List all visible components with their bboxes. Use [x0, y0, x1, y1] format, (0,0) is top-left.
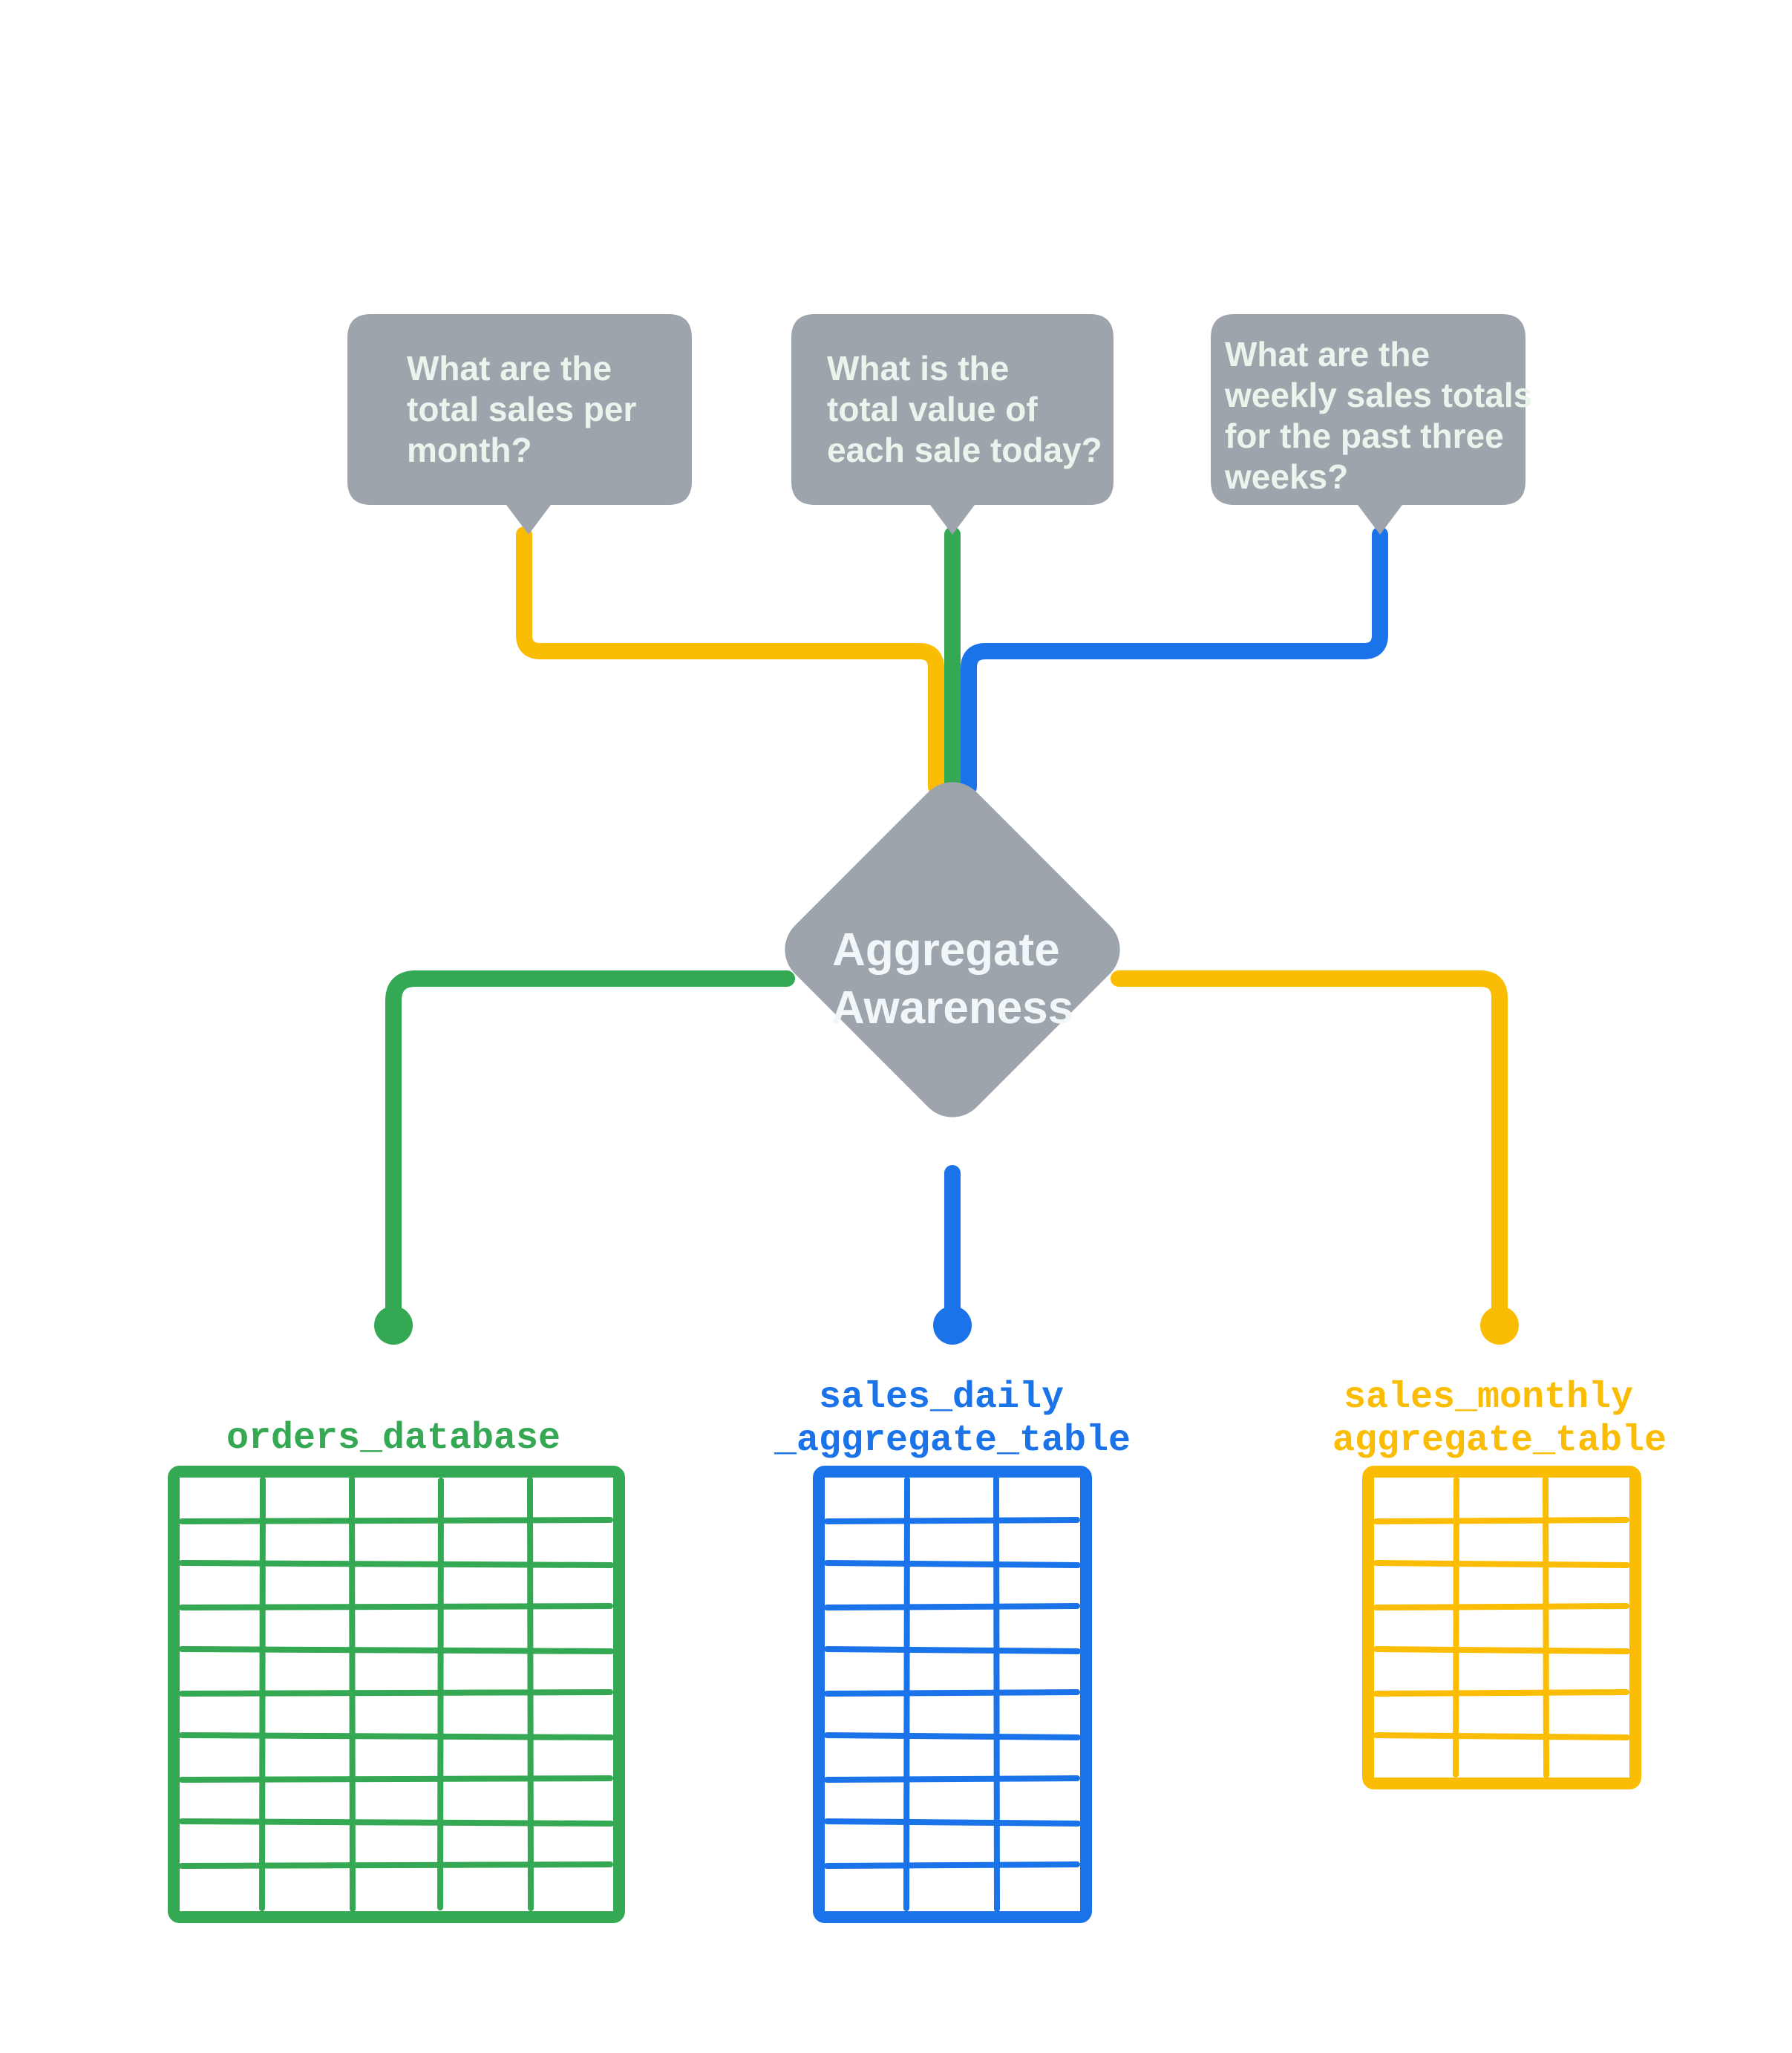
table-grid-sales-daily-table[interactable]: [813, 1466, 1092, 1923]
edge-group-top: [516, 526, 1388, 795]
table-grid-sales-monthly-table[interactable]: [1362, 1466, 1641, 1789]
table-columns-sales-monthly-table: [1453, 1476, 1549, 1778]
endpoint-dot-orders-database: [374, 1306, 413, 1345]
table-rows-sales-daily-table: [824, 1517, 1081, 1869]
label-orders-database: orders_database: [226, 1417, 560, 1460]
endpoint-dot-sales-monthly-table: [1480, 1306, 1519, 1345]
table-border-orders-database: [168, 1466, 625, 1923]
edge-to-orders-database: [385, 970, 795, 1334]
table-grid-orders-database[interactable]: [168, 1466, 625, 1923]
bubble-shape-monthly: [347, 314, 692, 535]
center-node-aggregate-awareness[interactable]: Aggregate Awareness: [771, 768, 1134, 1131]
bubble-text-monthly: What are the total sales per month?: [407, 349, 646, 469]
label-sales-monthly-table: sales_monthly aggregate_table: [1332, 1377, 1667, 1462]
edge-group-bottom: [385, 970, 1508, 1334]
edge-weekly-question: [961, 526, 1388, 795]
center-node-label: Aggregate Awareness: [831, 924, 1073, 1034]
table-rows-orders-database: [179, 1517, 614, 1869]
bubble-shape-daily: [791, 314, 1114, 535]
question-bubble-daily[interactable]: What is the total value of each sale tod…: [791, 314, 1114, 535]
edge-to-sales-monthly-table: [1111, 970, 1508, 1334]
bubble-text-weekly: What are the weekly sales totals for the…: [1224, 335, 1542, 496]
edge-endpoint-dots: [374, 1306, 1519, 1345]
table-border-sales-daily-table: [813, 1466, 1092, 1923]
table-rows-sales-monthly-table: [1373, 1517, 1630, 1740]
table-border-sales-monthly-table: [1362, 1466, 1641, 1789]
edge-monthly-question: [516, 526, 944, 795]
label-sales-daily-table: sales_daily _aggregate_table: [774, 1377, 1131, 1462]
bubble-text-daily: What is the total value of each sale tod…: [827, 349, 1102, 469]
endpoint-dot-sales-daily-table: [933, 1306, 972, 1345]
diamond-shape: [785, 782, 1120, 1117]
bubble-shape-weekly: [1211, 314, 1526, 535]
question-bubble-weekly[interactable]: What are the weekly sales totals for the…: [1211, 314, 1542, 535]
question-bubble-monthly[interactable]: What are the total sales per month?: [347, 314, 692, 535]
